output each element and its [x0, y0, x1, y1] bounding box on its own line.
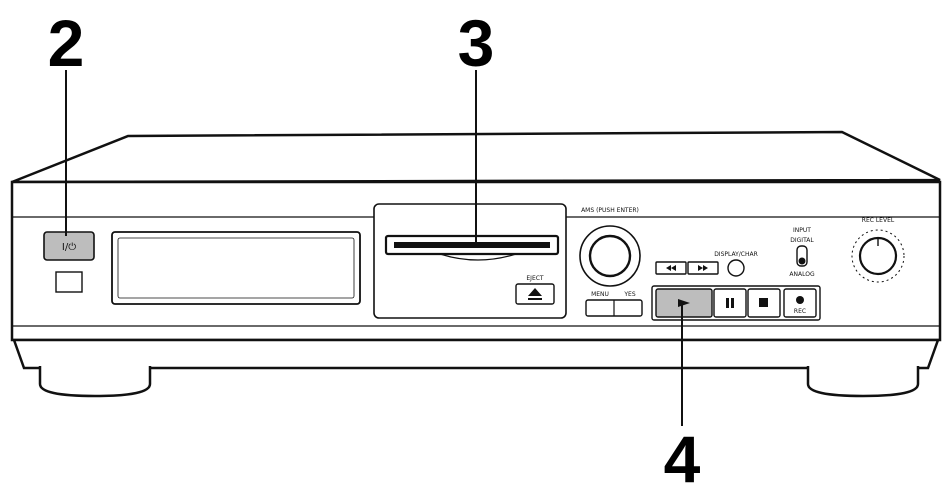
callout-2: 2 — [48, 6, 85, 80]
yes-label: YES — [623, 291, 635, 298]
rewind-icon — [666, 265, 676, 271]
rewind-button[interactable] — [655, 261, 687, 275]
disc-slot-opening — [394, 242, 550, 248]
left-foot — [38, 366, 152, 398]
rec-level-label: REC LEVEL — [862, 217, 895, 224]
rec-level-knob[interactable] — [851, 229, 905, 283]
eject-button[interactable] — [515, 283, 555, 305]
power-button[interactable]: I/⏻ — [43, 231, 95, 261]
eject-icon — [528, 288, 542, 300]
pause-button[interactable] — [713, 288, 747, 318]
display-window-inner — [117, 237, 355, 299]
record-icon — [796, 296, 804, 304]
input-digital-label: DIGITAL — [790, 237, 814, 244]
stop-button[interactable] — [747, 288, 781, 318]
fast-forward-icon — [698, 265, 708, 271]
input-label: INPUT — [793, 227, 811, 234]
callout-4: 4 — [664, 422, 701, 489]
rec-label: REC — [794, 308, 806, 315]
input-analog-label: ANALOG — [789, 271, 815, 278]
power-button-label: I/⏻ — [62, 242, 76, 253]
ams-dial[interactable] — [579, 225, 641, 287]
pause-icon — [726, 298, 734, 308]
play-button[interactable] — [655, 288, 713, 318]
remote-sensor — [55, 271, 83, 293]
display-char-label: DISPLAY/CHAR — [714, 251, 758, 258]
record-button[interactable]: REC — [783, 288, 817, 318]
disc-slot-lip — [439, 253, 517, 261]
menu-yes-buttons[interactable]: MENU YES — [585, 291, 643, 317]
eject-label: EJECT — [526, 275, 544, 282]
deck-base — [12, 338, 940, 370]
input-selector-switch[interactable] — [796, 245, 808, 267]
callout-3: 3 — [458, 6, 495, 80]
stop-icon — [759, 298, 768, 307]
menu-label: MENU — [591, 291, 609, 298]
display-char-button[interactable] — [727, 259, 745, 277]
fast-forward-button[interactable] — [687, 261, 719, 275]
right-foot — [806, 366, 920, 398]
ams-label: AMS (PUSH ENTER) — [581, 207, 639, 214]
display-window — [111, 231, 361, 305]
